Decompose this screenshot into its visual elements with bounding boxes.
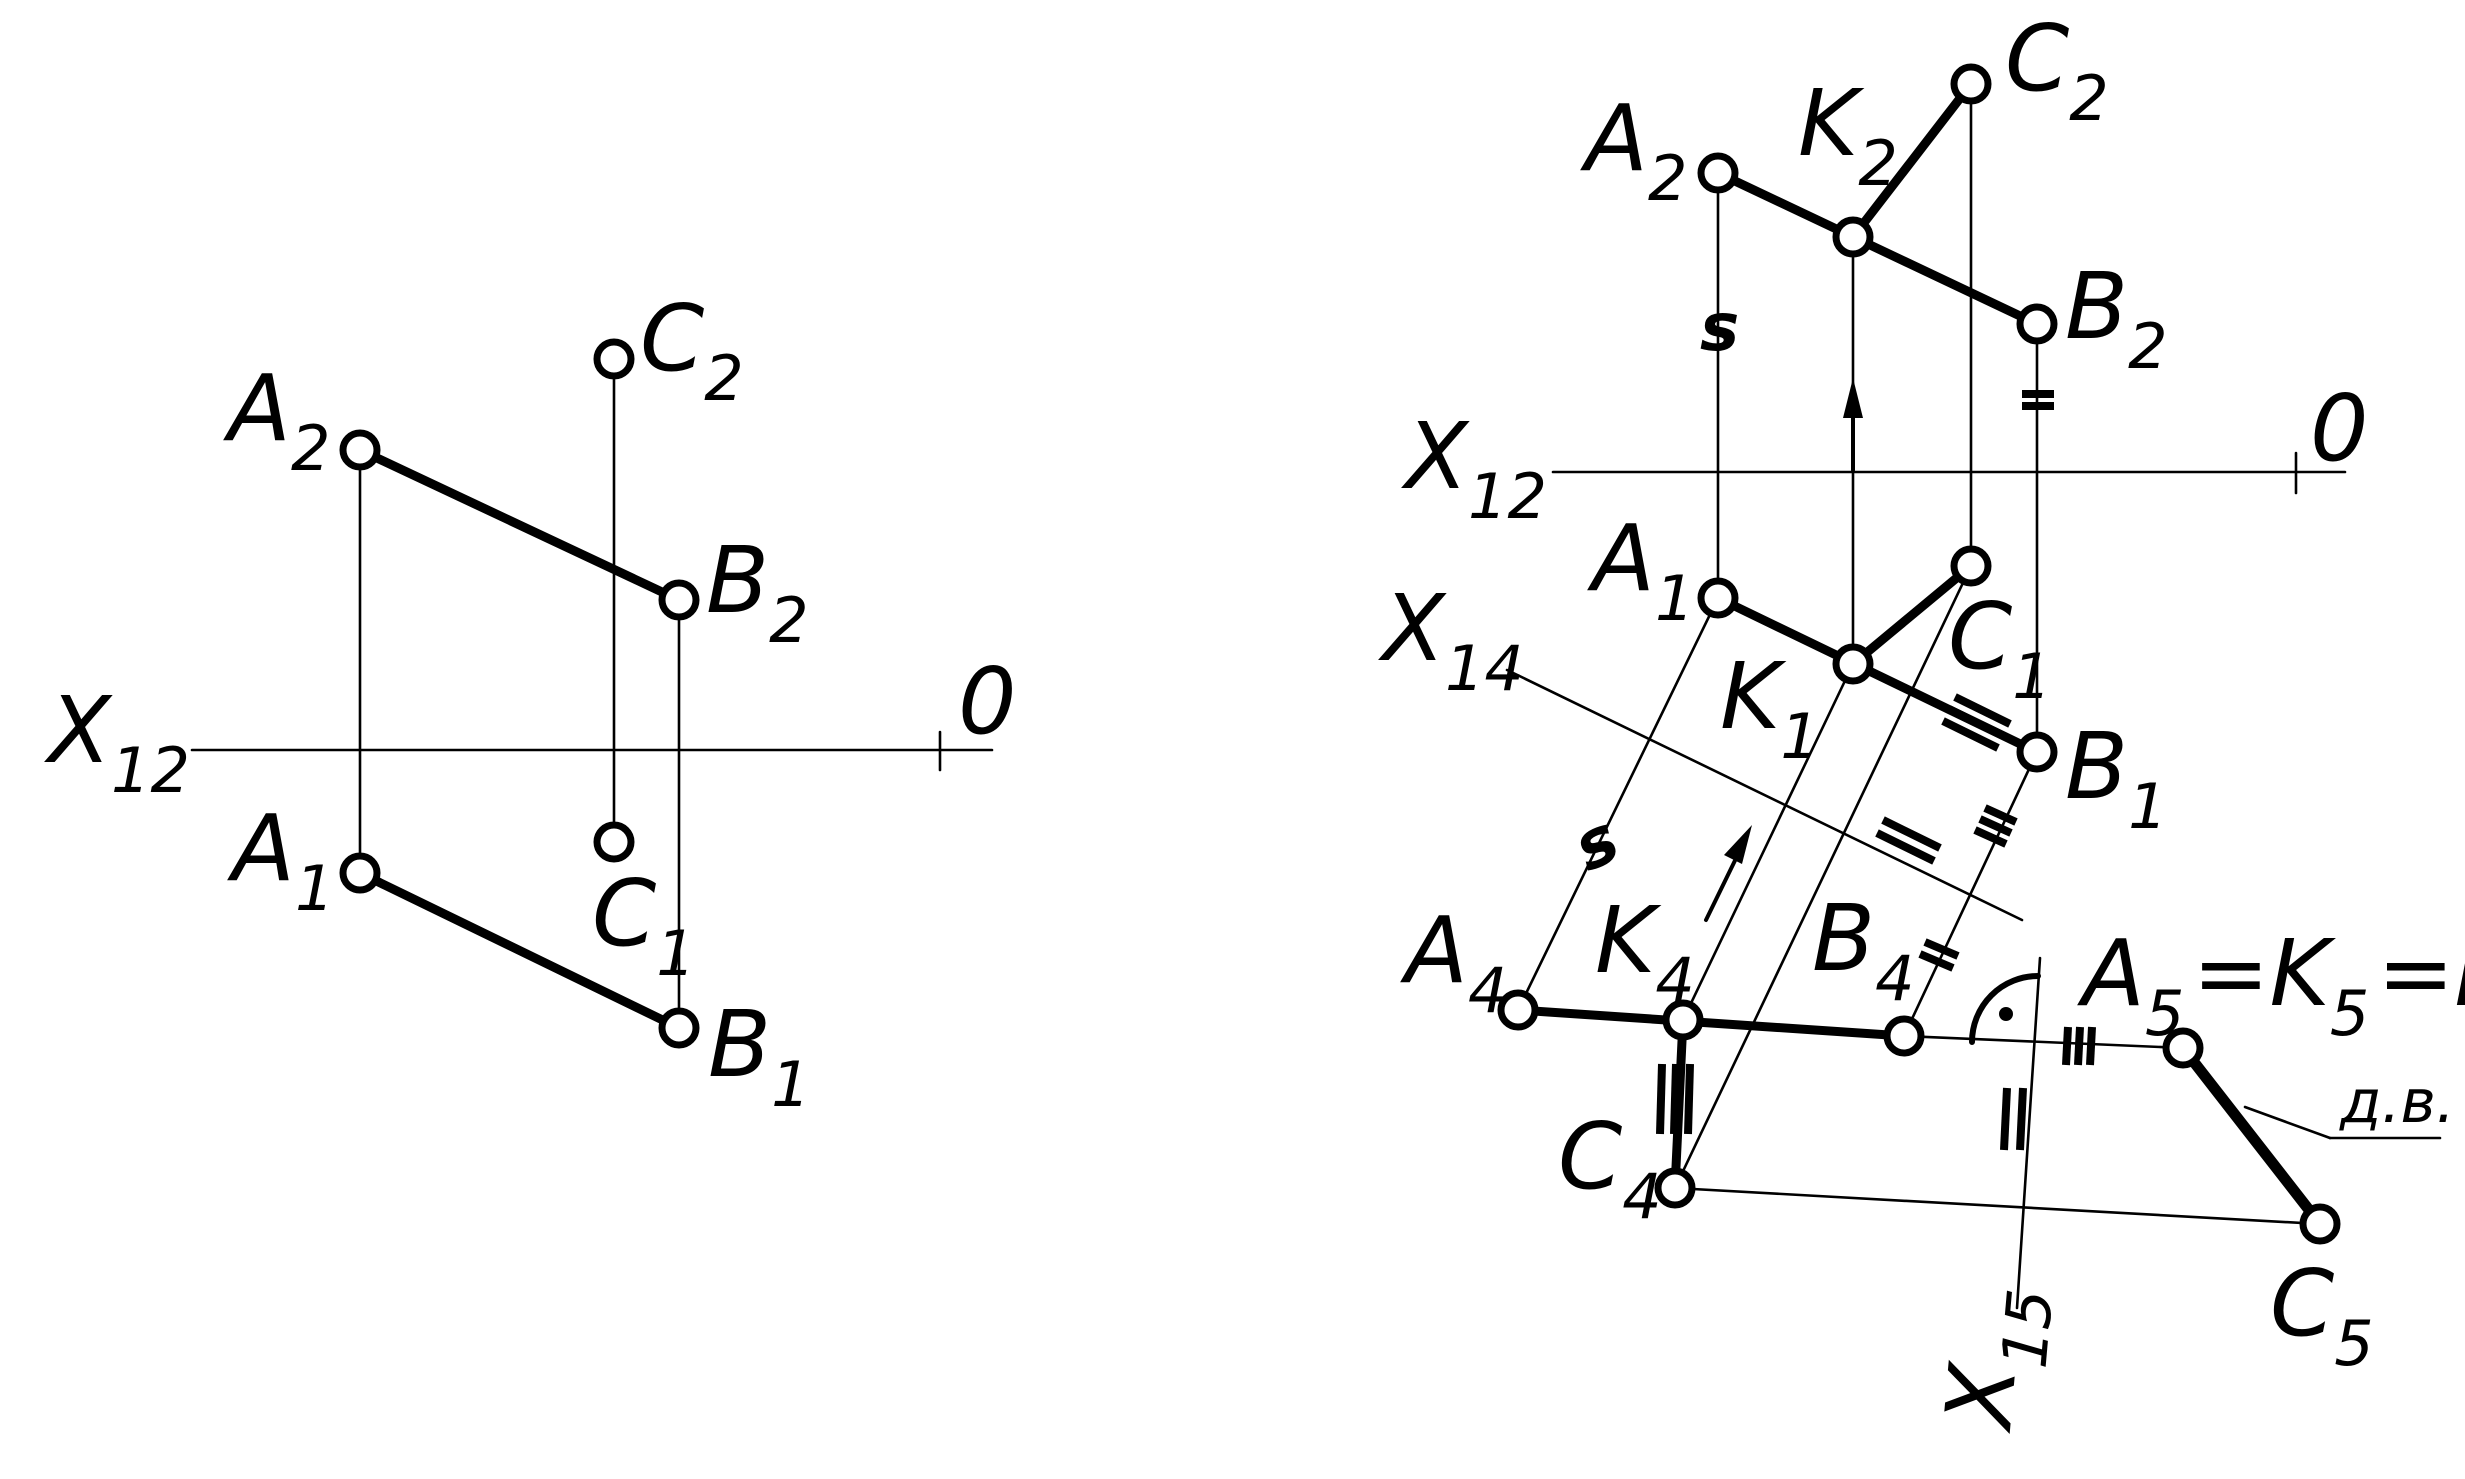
right-mark-b45-b bbox=[2074, 1026, 2084, 1066]
right-mark-b14-a bbox=[1983, 804, 2018, 826]
right-mark-c14-b bbox=[1875, 829, 1936, 865]
right-mark-c14-a bbox=[1881, 816, 1942, 852]
right-label-b4: B4 bbox=[1812, 885, 1915, 1015]
right-label-origin: 0 bbox=[2310, 375, 2369, 482]
right-label-a1: A1 bbox=[1587, 505, 1694, 635]
right-point-a4 bbox=[1497, 989, 1539, 1031]
right-mark-x15-b bbox=[2016, 1087, 2027, 1151]
right-segment-a2b2 bbox=[1713, 168, 2042, 329]
left-label-x12: X12 bbox=[44, 677, 190, 807]
right-leader-true-size bbox=[2243, 1105, 2332, 1140]
right-label-a4: A4 bbox=[1400, 897, 1507, 1027]
right-mark-c4-a bbox=[1656, 1063, 1666, 1135]
left-diagram: A2 C2 B2 X12 0 A1 C1 B1 bbox=[44, 285, 1017, 1121]
right-segment-k4c4 bbox=[1670, 1015, 1688, 1193]
left-label-a1: A1 bbox=[227, 795, 334, 925]
left-segment-a1b1 bbox=[355, 868, 684, 1033]
right-label-a2: A2 bbox=[1580, 85, 1687, 215]
right-link-b14 bbox=[1902, 750, 2039, 1038]
right-label-c1: C1 bbox=[1948, 583, 2052, 713]
left-point-a1 bbox=[339, 852, 381, 894]
left-point-b2 bbox=[658, 579, 700, 621]
right-point-c1 bbox=[1950, 545, 1992, 587]
right-mark-c4-b bbox=[1670, 1063, 1680, 1135]
right-label-true-size: д.в. bbox=[2339, 1067, 2455, 1137]
right-point-a2 bbox=[1697, 152, 1739, 194]
left-label-c2: C2 bbox=[640, 285, 744, 415]
left-label-b1: B1 bbox=[708, 991, 811, 1121]
left-label-a2: A2 bbox=[223, 355, 330, 485]
left-segment-a2b2 bbox=[355, 445, 684, 605]
right-mark-b45-a bbox=[2062, 1026, 2072, 1066]
right-mark-c4-c bbox=[1684, 1063, 1694, 1135]
right-label-b1: B1 bbox=[2065, 713, 2168, 843]
right-point-b4 bbox=[1883, 1015, 1925, 1057]
right-label-c5: C5 bbox=[2270, 1250, 2374, 1380]
right-angle-dot bbox=[1999, 1007, 2013, 1021]
right-label-x15: X15 bbox=[1925, 1281, 2067, 1438]
right-point-k2 bbox=[1832, 216, 1874, 258]
left-point-a2 bbox=[339, 429, 381, 471]
right-point-c2 bbox=[1950, 63, 1992, 105]
right-label-x12: X12 bbox=[1401, 403, 1547, 533]
left-label-origin: 0 bbox=[958, 648, 1017, 755]
right-angle-arc bbox=[1969, 973, 2041, 1045]
right-segment-k1c1 bbox=[1848, 561, 1976, 669]
right-mark-b45-c bbox=[2086, 1026, 2096, 1066]
right-mark-s-14: s bbox=[1562, 800, 1630, 886]
right-mark-b1-c bbox=[1941, 717, 2000, 752]
right-mark-x15-a bbox=[2000, 1087, 2011, 1151]
right-label-c2: C2 bbox=[2005, 5, 2109, 135]
right-link-b45 bbox=[1902, 1034, 2185, 1050]
right-label-c4: C4 bbox=[1558, 1103, 1662, 1233]
right-mark-b14-b bbox=[1978, 815, 2013, 837]
right-label-k4: K4 bbox=[1595, 887, 1695, 1017]
right-mark-b1-a bbox=[1953, 693, 2012, 728]
right-point-c4 bbox=[1654, 1167, 1696, 1209]
right-point-a5 bbox=[2162, 1027, 2204, 1069]
left-label-b2: B2 bbox=[706, 527, 809, 657]
right-diagram: A2 K2 C2 B2 X12 0 A1 C1 K1 B1 X14 A4 K4 … bbox=[1378, 5, 2465, 1438]
right-arrow-4-head bbox=[1724, 825, 1752, 864]
right-label-k2: K2 bbox=[1798, 70, 1898, 200]
right-label-k1: K1 bbox=[1720, 643, 1820, 773]
right-link-a14 bbox=[1516, 596, 1720, 1012]
right-segment-a5c5 bbox=[2177, 1042, 2326, 1230]
right-link-c45 bbox=[1673, 1186, 2322, 1226]
right-point-a1 bbox=[1697, 577, 1739, 619]
right-mark-b1-b bbox=[1947, 705, 2006, 740]
left-point-c2 bbox=[593, 338, 635, 380]
right-segment-a4b4 bbox=[1513, 1005, 1909, 1041]
right-point-k4 bbox=[1662, 999, 1704, 1041]
right-point-k1 bbox=[1832, 643, 1874, 685]
right-label-a5-k5-b5: A5=K5=B5 bbox=[2077, 920, 2465, 1050]
right-axis-x14 bbox=[1505, 668, 2024, 922]
right-point-c5 bbox=[2299, 1203, 2341, 1245]
right-mark-s-12: s bbox=[1700, 289, 1739, 366]
right-link-c14 bbox=[1673, 564, 1973, 1190]
left-label-c1: C1 bbox=[592, 860, 696, 990]
right-point-b2 bbox=[2016, 303, 2058, 345]
right-link-k14 bbox=[1681, 662, 1855, 1022]
right-mark-b14-c bbox=[1973, 826, 2008, 848]
right-mark-b4-a bbox=[1923, 938, 1960, 960]
right-axis-x15 bbox=[2015, 956, 2042, 1310]
right-point-b1 bbox=[2016, 731, 2058, 773]
left-point-c1 bbox=[593, 821, 635, 863]
right-arrow-2-head bbox=[1843, 378, 1863, 418]
left-point-b1 bbox=[658, 1007, 700, 1049]
right-segment-k2c2 bbox=[1848, 79, 1976, 242]
right-mark-b4-b bbox=[1918, 950, 1955, 972]
right-label-b2: B2 bbox=[2065, 253, 2168, 383]
right-label-x14: X14 bbox=[1378, 575, 1524, 705]
